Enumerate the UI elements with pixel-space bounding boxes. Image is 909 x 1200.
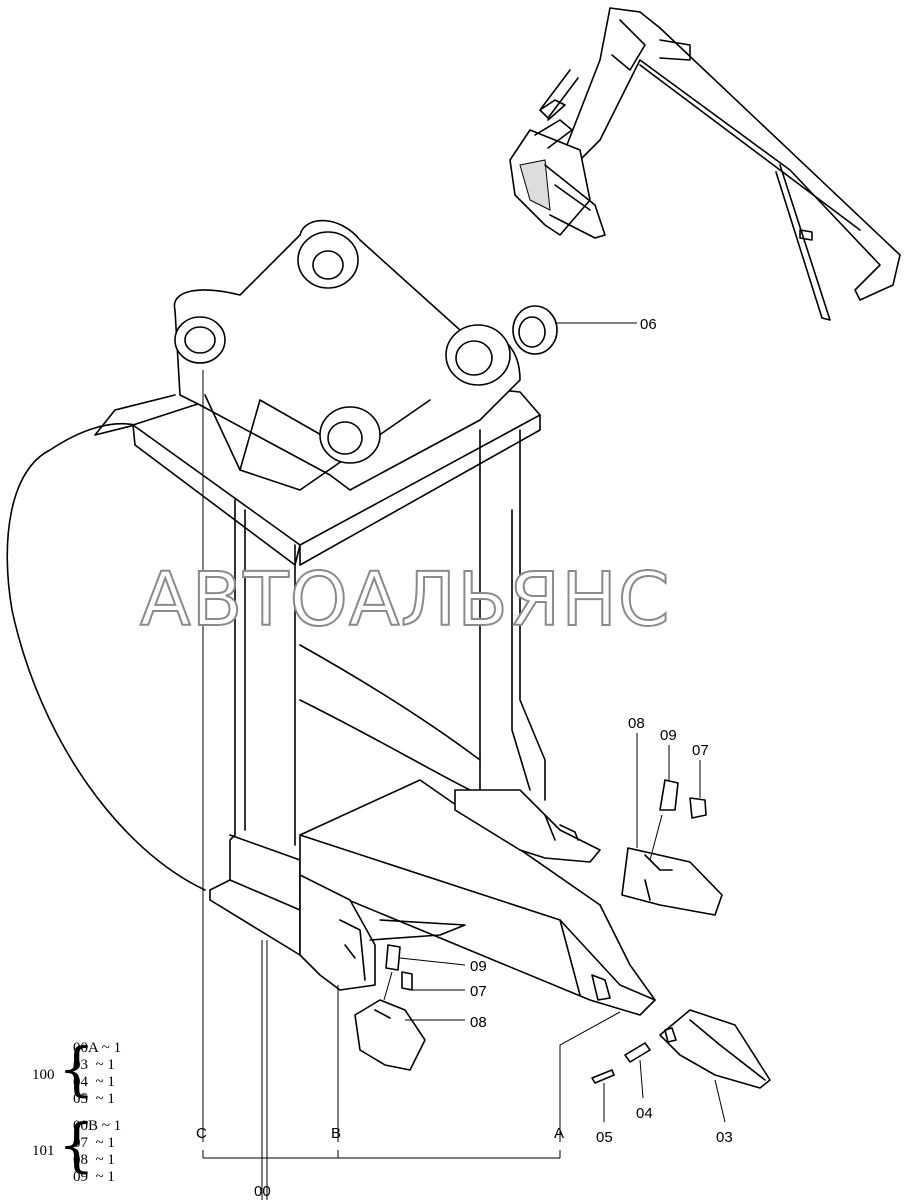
kit-101-list: 00B ~ 1 07 ~ 1 08 ~ 1 09 ~ 1 xyxy=(73,1118,121,1186)
callout-labels: 06 08 09 07 09 07 08 05 04 03 A B C 00 xyxy=(196,316,733,1200)
callout-08-top: 08 xyxy=(628,715,645,732)
kit-101-line: 00B ~ 1 xyxy=(73,1118,122,1134)
callout-03: 03 xyxy=(716,1129,733,1146)
brace-icon: { xyxy=(58,1111,95,1179)
kit-101-id: 101 xyxy=(32,1143,55,1159)
callout-07-mid: 07 xyxy=(470,983,487,1000)
kit-100-line: 03 ~ 1 xyxy=(73,1057,115,1073)
callout-A: A xyxy=(554,1125,564,1142)
callout-00: 00 xyxy=(254,1183,271,1200)
brace-icon: { xyxy=(58,1035,95,1103)
callout-09-mid: 09 xyxy=(470,958,487,975)
excavator-arm-thumbnail xyxy=(509,7,901,321)
callout-06: 06 xyxy=(640,316,657,333)
kit-100-line: 00A ~ 1 xyxy=(73,1040,122,1056)
tooth-lower xyxy=(354,999,426,1071)
callout-B: B xyxy=(331,1125,341,1142)
kit-101-line: 08 ~ 1 xyxy=(73,1152,115,1168)
watermark: АВТОАЛЬЯНС xyxy=(140,557,671,643)
tooth-upper xyxy=(621,847,723,916)
kit-100-line: 05 ~ 1 xyxy=(73,1091,115,1107)
kit-100-list: 00A ~ 1 03 ~ 1 04 ~ 1 05 ~ 1 xyxy=(73,1040,121,1108)
tooth-big xyxy=(659,1009,771,1089)
leader-lines xyxy=(202,322,726,1200)
kit-100-id: 100 xyxy=(32,1067,55,1083)
callout-04: 04 xyxy=(636,1105,653,1122)
callout-09-top: 09 xyxy=(660,727,677,744)
callout-07-top: 07 xyxy=(692,742,709,759)
callout-C: C xyxy=(196,1125,207,1142)
callout-05: 05 xyxy=(596,1129,613,1146)
kit-100-line: 04 ~ 1 xyxy=(73,1074,115,1090)
pin-05 xyxy=(591,1069,615,1084)
pin-04 xyxy=(624,1042,651,1063)
kit-101-line: 07 ~ 1 xyxy=(73,1135,115,1151)
callout-08-mid: 08 xyxy=(470,1014,487,1031)
kit-101-line: 09 ~ 1 xyxy=(73,1169,115,1185)
ripper-assembly xyxy=(6,219,771,1089)
